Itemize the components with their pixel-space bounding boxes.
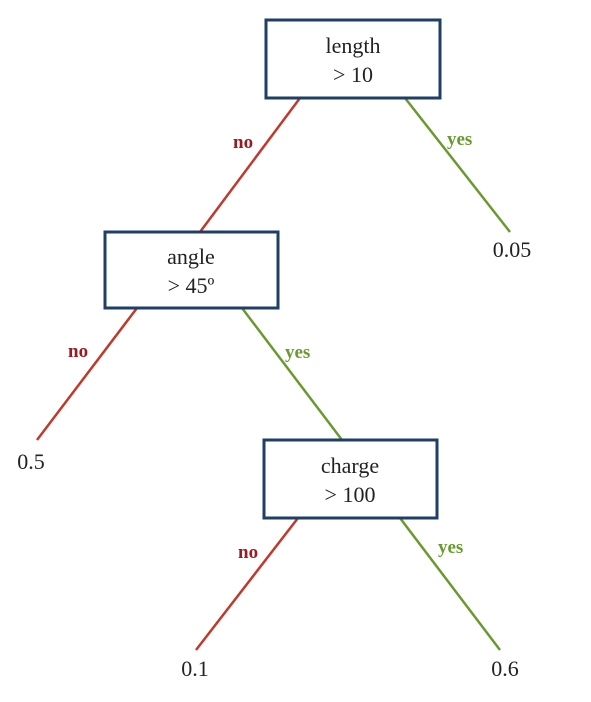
edge-root-yes (404, 97, 511, 233)
leaf-angle-no: 0.5 (17, 449, 45, 474)
node-root-box (264, 18, 442, 100)
label-angle-no: no (68, 341, 88, 362)
node-root-threshold: > 10 (333, 62, 373, 87)
label-root-no: no (233, 132, 253, 153)
edge-charge-no (195, 517, 299, 651)
label-charge-no: no (238, 542, 258, 563)
node-charge-feature: charge (321, 453, 379, 478)
edge-angle-yes (241, 307, 343, 441)
node-angle-feature: angle (167, 244, 215, 269)
node-charge: charge > 100 (262, 438, 439, 520)
label-charge-yes: yes (438, 537, 463, 558)
node-charge-box (262, 438, 439, 520)
leaf-root-yes: 0.05 (493, 237, 532, 262)
label-angle-yes: yes (285, 342, 310, 363)
leaf-charge-yes: 0.6 (491, 656, 519, 681)
edge-charge-yes (399, 517, 501, 651)
node-angle-box (103, 230, 280, 310)
leaf-charge-no: 0.1 (181, 656, 209, 681)
edge-root-no (198, 97, 302, 233)
label-root-yes: yes (447, 129, 472, 150)
node-root-feature: length (326, 33, 381, 58)
edge-angle-no (36, 307, 138, 441)
node-angle-threshold: > 45º (168, 273, 215, 298)
node-charge-threshold: > 100 (325, 482, 376, 507)
node-root: length > 10 (264, 18, 442, 100)
node-angle: angle > 45º (103, 230, 280, 310)
